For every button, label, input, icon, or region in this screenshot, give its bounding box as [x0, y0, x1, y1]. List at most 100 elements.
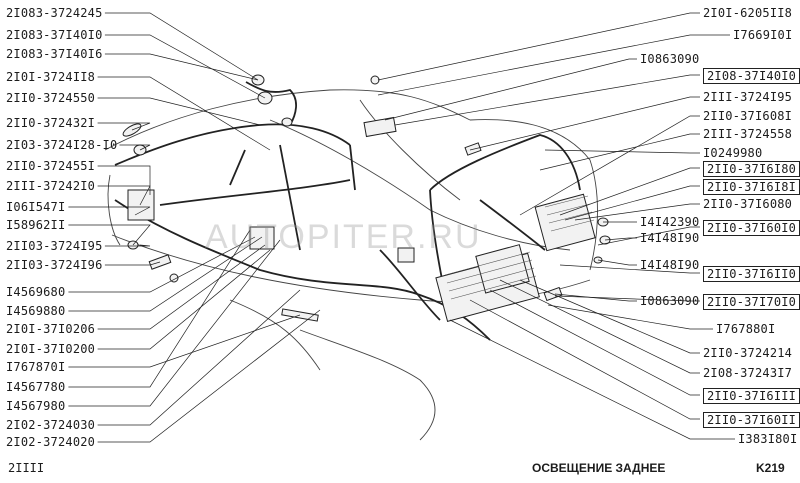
- watermark: AUTOPITER.RU: [205, 218, 482, 256]
- leader-line: [539, 133, 700, 171]
- part-label-left: 2II0-3724550: [6, 91, 96, 105]
- part-label-left: I4569880: [6, 304, 66, 318]
- leader-line: [499, 279, 700, 374]
- part-label-right: I0863090: [640, 52, 700, 66]
- leader-line: [104, 12, 259, 81]
- part-label-right: 2II0-37I60I0: [703, 220, 800, 236]
- part-label-right: 2I08-37I40I0: [703, 68, 800, 84]
- leader-line: [68, 239, 281, 407]
- leader-line: [547, 304, 713, 330]
- part-label-right: 2I0I-6205II8: [703, 6, 793, 20]
- leader-line: [564, 185, 700, 221]
- part-label-left: 2I083-37I40I0: [6, 28, 103, 42]
- leader-line: [574, 203, 700, 221]
- part-label-left: 2I0I-37I0200: [6, 342, 96, 356]
- part-label-right: 2II0-37I6III: [703, 388, 800, 404]
- part-label-left: 2II0-372432I: [6, 116, 96, 130]
- part-label-right: I4I42390: [640, 215, 700, 229]
- part-label-right: I4I48I90: [640, 231, 700, 245]
- leader-line: [597, 226, 700, 246]
- part-label-left: I4567780: [6, 380, 66, 394]
- components: [122, 74, 611, 322]
- part-label-left: 2I03-3724I28-I0: [6, 138, 118, 152]
- part-label-left: 2III-37242I0: [6, 179, 96, 193]
- part-label-left: I06I547I: [6, 200, 66, 214]
- leader-line: [394, 74, 700, 126]
- part-label-left: 2I02-3724020: [6, 435, 96, 449]
- leader-line: [119, 144, 151, 151]
- part-label-left: 2I083-3724245: [6, 6, 103, 20]
- part-label-right: 2II0-37I60II: [703, 412, 800, 428]
- leader-line: [544, 149, 700, 154]
- part-label-left: 2I083-37I40I6: [6, 47, 103, 61]
- part-label-right: 2II0-37I6I80: [703, 161, 800, 177]
- leader-line: [104, 34, 266, 99]
- part-label-right: 2III-3724I95: [703, 90, 793, 104]
- leader-line: [519, 279, 700, 354]
- part-label-right: 2II0-37I608I: [703, 109, 793, 123]
- leader-line: [469, 96, 700, 151]
- leader-lines-left: [68, 12, 321, 443]
- part-label-right: I767880I: [716, 322, 776, 336]
- leader-line: [554, 295, 700, 302]
- part-label-right: I383I80I: [738, 432, 798, 446]
- leader-line: [97, 244, 266, 330]
- page-number: K219: [756, 461, 785, 475]
- leader-line: [97, 289, 301, 426]
- leader-line: [559, 167, 700, 216]
- part-label-right: 2II0-3724214: [703, 346, 793, 360]
- leader-line: [377, 12, 700, 81]
- part-label-right: I0249980: [703, 146, 763, 160]
- part-label-left: 2II03-3724I96: [6, 258, 103, 272]
- car-body-outline: [104, 89, 598, 441]
- leader-line: [97, 185, 151, 206]
- leader-line: [469, 299, 700, 420]
- leader-line: [104, 261, 161, 266]
- page-title: ОСВЕЩЕНИЕ ЗАДНЕЕ: [532, 461, 666, 475]
- part-label-left: 2I02-3724030: [6, 418, 96, 432]
- leader-line: [449, 319, 735, 440]
- leader-line: [519, 115, 700, 216]
- part-label-right: 2I08-37243I7: [703, 366, 793, 380]
- part-label-right: I0863090: [640, 294, 700, 308]
- part-label-left: 2I0I-3724II8: [6, 70, 96, 84]
- leader-line: [559, 264, 700, 274]
- part-label-right: 2II0-37I6080: [703, 197, 793, 211]
- leader-line: [97, 76, 271, 151]
- leader-lines-right: [377, 12, 735, 440]
- part-label-left: 2I0I-37I0206: [6, 322, 96, 336]
- part-label-left: I4569680: [6, 285, 66, 299]
- part-label-left: I58962II: [6, 218, 66, 232]
- part-label-left: 2II03-3724I95: [6, 239, 103, 253]
- part-label-right: 2II0-37I6II0: [703, 266, 800, 282]
- part-label-left: I767870I: [6, 360, 66, 374]
- leader-line: [97, 165, 151, 195]
- leader-line: [104, 53, 259, 81]
- part-label-right: 2II0-37I6I8I: [703, 179, 800, 195]
- leader-line: [377, 34, 730, 96]
- part-label-right: I4I48I90: [640, 258, 700, 272]
- part-label-right: 2II0-37I70I0: [703, 294, 800, 310]
- leader-line: [97, 249, 271, 350]
- part-label-left: 2II0-372455I: [6, 159, 96, 173]
- leader-line: [384, 58, 637, 121]
- leader-line: [68, 236, 256, 293]
- leader-line: [68, 229, 251, 388]
- leader-line: [97, 122, 151, 131]
- leader-line: [104, 244, 151, 247]
- lamp-lens-lines: [444, 195, 595, 300]
- leader-line: [68, 224, 151, 246]
- leader-line: [97, 309, 321, 443]
- part-label-left: I4567980: [6, 399, 66, 413]
- leader-line: [68, 314, 301, 368]
- leader-line: [554, 293, 637, 302]
- model-code: 2IIII: [8, 461, 45, 475]
- leader-line: [68, 236, 263, 312]
- part-label-right: I7669I0I: [733, 28, 793, 42]
- leader-line: [68, 206, 151, 216]
- part-label-right: 2III-3724558: [703, 127, 793, 141]
- leader-line: [97, 97, 261, 126]
- leader-line: [597, 259, 637, 266]
